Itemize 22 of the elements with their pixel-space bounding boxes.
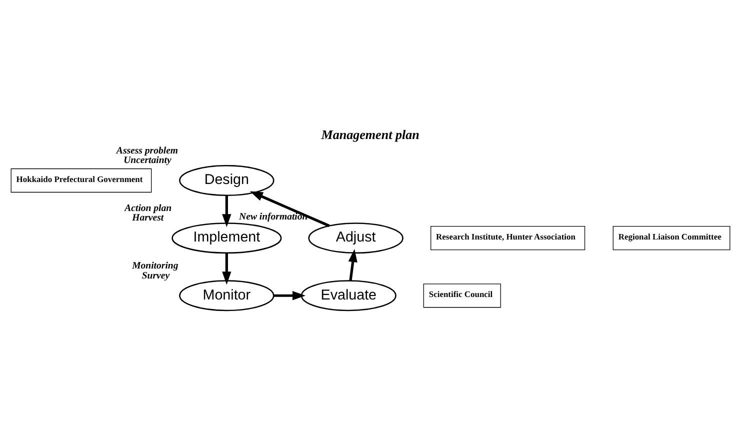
node-ellipse: Adjust bbox=[308, 222, 404, 254]
node-box: Hokkaido Prefectural Government bbox=[10, 168, 152, 193]
arrow bbox=[222, 252, 232, 285]
node-ellipse: Implement bbox=[172, 222, 282, 254]
node-label: New information bbox=[239, 211, 308, 222]
diagram-title: Management plan bbox=[321, 127, 420, 142]
arrow bbox=[348, 249, 358, 281]
arrow bbox=[222, 195, 232, 228]
node-box: Regional Liaison Committee bbox=[612, 226, 730, 250]
node-label: Survey bbox=[142, 270, 170, 282]
node-label: Assess problem bbox=[116, 145, 178, 156]
arrow bbox=[274, 291, 306, 300]
node-ellipse: Evaluate bbox=[300, 280, 396, 312]
node-label: Uncertainty bbox=[124, 155, 172, 166]
node-box: Scientific Council bbox=[423, 284, 501, 308]
arrow bbox=[250, 191, 330, 228]
node-label: Action plan bbox=[124, 202, 172, 214]
node-ellipse: Design bbox=[179, 165, 274, 196]
node-label: Harvest bbox=[132, 212, 164, 224]
node-ellipse: Monitor bbox=[179, 280, 274, 312]
node-box: Research Institute, Hunter Association bbox=[430, 226, 586, 250]
node-label: Monitoring bbox=[132, 260, 178, 272]
